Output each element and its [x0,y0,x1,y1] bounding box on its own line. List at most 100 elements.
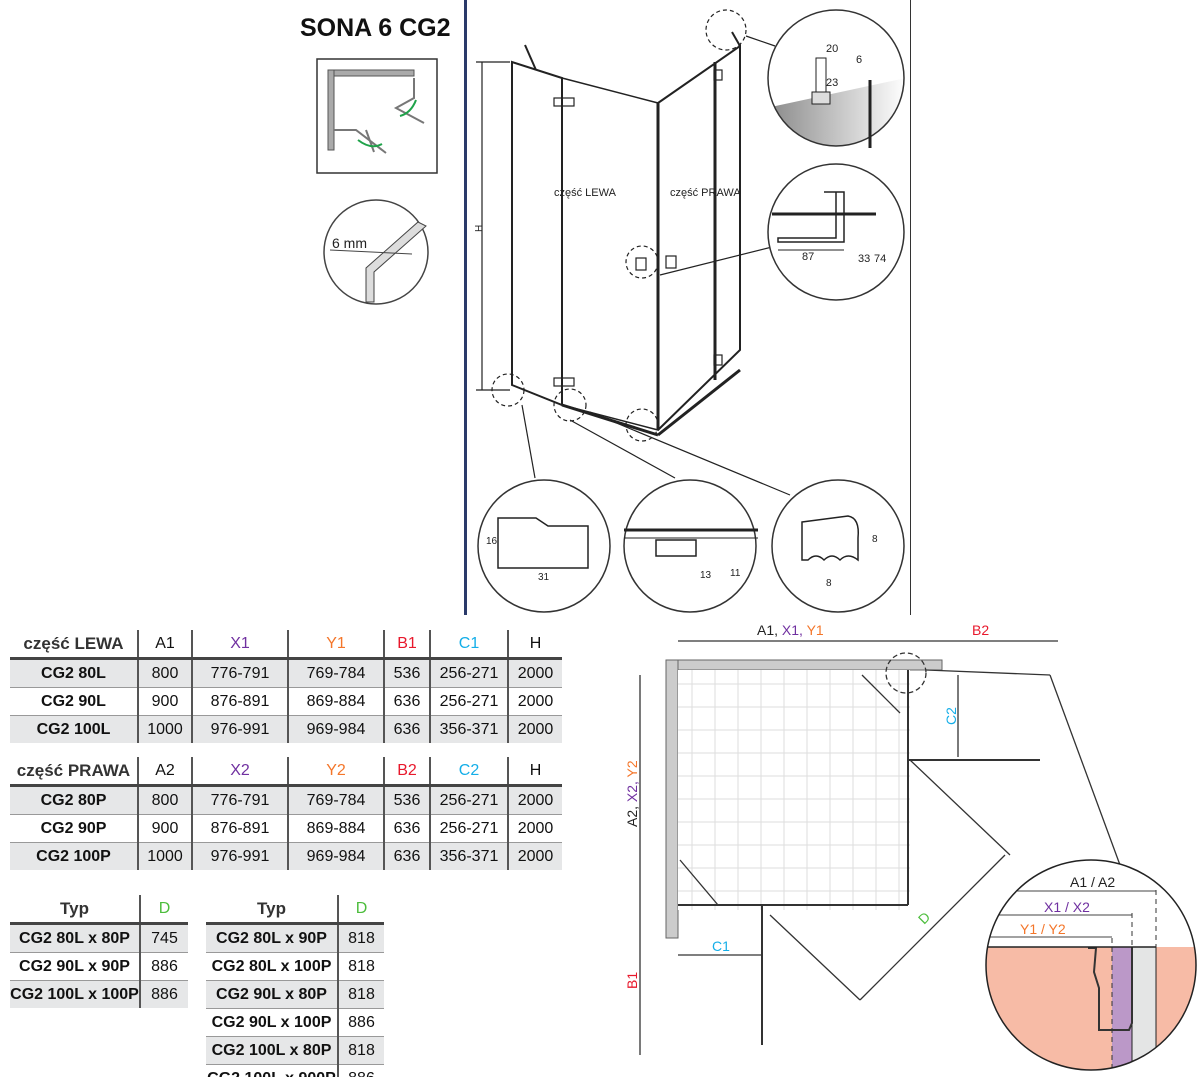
col-header: H [507,630,562,660]
col-header: X1 [191,630,288,660]
dim-label: 6 [856,54,862,66]
door-swing-diagram [316,58,438,174]
bottom-left-profile-detail: 16 31 [477,479,611,613]
cell: 800 [137,658,192,688]
row-name: CG2 80P [10,785,138,815]
cell: 256-271 [429,658,508,688]
right-part-label: część PRAWA [670,187,741,199]
dim-label: 33 [858,253,870,265]
shower-3d-drawing: H część LEWA część PRAWA [474,9,791,496]
cell: 256-271 [429,687,508,716]
cell: 2000 [507,687,562,716]
dim-label: 11 [730,568,741,579]
col-header: Typ [206,895,338,925]
dim-label: 20 [826,43,838,55]
divider-line [910,0,911,615]
cell: 969-984 [287,715,384,743]
row-name: CG2 80L x 100P [206,952,338,981]
col-header: Y1 [287,630,384,660]
cell: 356-371 [429,715,508,743]
col-header: D [139,895,188,925]
cell: 969-984 [287,842,384,870]
top-hinge-detail: 20 6 23 [767,9,905,148]
row-name: CG2 90L x 100P [206,1008,338,1037]
detail-label-x: X1 / X2 [1044,899,1090,915]
row-name: CG2 100L x 900P [206,1065,338,1077]
cell: 818 [337,923,384,953]
cell: 1000 [137,842,192,870]
col-header: Y2 [287,757,384,787]
dim-label: 87 [802,251,814,263]
left-part-label: część LEWA [554,187,617,199]
cell: 536 [383,658,430,688]
cell: 769-784 [287,658,384,688]
cell: 636 [383,842,430,870]
table-title: część PRAWA [10,757,138,787]
table-row: CG2 100L x 900P886 [206,1064,384,1077]
dim-b2: B2 [972,622,989,638]
dim-label: 31 [538,572,550,583]
cell: 2000 [507,785,562,815]
row-name: CG2 100P [10,842,138,870]
cell: 776-791 [191,785,288,815]
cell: 818 [337,1036,384,1065]
col-header: B1 [383,630,430,660]
dim-b1: B1 [624,972,640,989]
cell: 869-884 [287,687,384,716]
cell: 886 [139,980,188,1008]
detail-label-a: A1 / A2 [1070,874,1115,890]
row-name: CG2 80L x 80P [10,923,140,953]
plan-view-drawing: A1, X1, Y1 B2 C2 A2, X2, Y2 B1 C1 D [624,622,1121,1055]
col-header: C1 [429,630,508,660]
dim-d: D [915,909,933,927]
cell: 256-271 [429,785,508,815]
cell: 876-891 [191,814,288,843]
col-header: X2 [191,757,288,787]
cell: 886 [337,1008,384,1037]
cell: 2000 [507,715,562,743]
cell: 976-991 [191,715,288,743]
glass-thickness-label: 6 mm [332,235,367,251]
dim-c2: C2 [943,707,959,725]
profile-magnified-detail: A1 / A2 X1 / X2 Y1 / Y2 [985,859,1197,1071]
cell: 976-991 [191,842,288,870]
cell: 636 [383,814,430,843]
cell: 536 [383,785,430,815]
cell: 2000 [507,814,562,843]
cell: 900 [137,814,192,843]
detail-label-y: Y1 / Y2 [1020,921,1066,937]
bottom-seal-detail: 13 11 [623,479,758,613]
cell: 256-271 [429,814,508,843]
dim-label: 16 [486,536,498,547]
col-header: A1 [137,630,192,660]
row-name: CG2 80L [10,658,138,688]
dim-label: 23 [826,77,838,89]
cell: 2000 [507,658,562,688]
dim-label: 13 [700,570,712,581]
dim-c1: C1 [712,938,730,954]
cell: 876-891 [191,687,288,716]
dim-a2x2y2: A2, X2, Y2 [624,760,640,827]
cell: 636 [383,687,430,716]
cell: 818 [337,952,384,981]
cell: 776-791 [191,658,288,688]
height-label: H [474,225,485,232]
dim-label: 8 [826,578,832,589]
bottom-right-seal-detail: 8 8 [771,479,905,613]
handle-detail: 87 33 74 [767,163,905,301]
row-name: CG2 90P [10,814,138,843]
row-name: CG2 100L x 100P [10,980,140,1008]
